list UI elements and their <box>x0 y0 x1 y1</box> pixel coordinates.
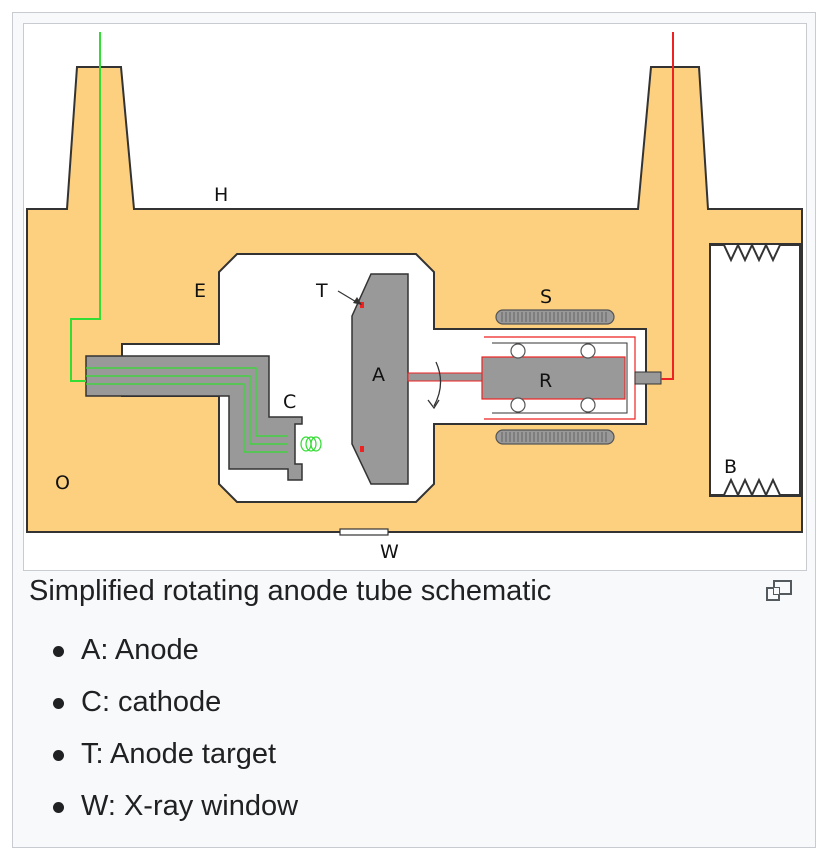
cathode-filament <box>300 436 322 452</box>
anode-lead-wire <box>661 32 674 380</box>
rotation-arrow <box>433 361 442 407</box>
label-O: O <box>55 472 70 494</box>
rotor <box>481 356 626 400</box>
figure-caption: Simplified rotating anode tube schematic <box>29 575 552 607</box>
bellows-bottom <box>710 477 800 498</box>
anode-disk <box>351 273 409 485</box>
label-E: E <box>194 280 206 302</box>
rotation-arrowhead <box>427 399 440 410</box>
xray-window <box>339 528 389 536</box>
cathode <box>85 355 303 481</box>
cathode-lead-wire <box>70 32 101 382</box>
rotor-stem <box>634 371 662 385</box>
legend-item-window: W: X-ray window <box>53 781 298 833</box>
label-B: B <box>724 456 737 478</box>
anode-shaft <box>407 372 484 382</box>
target-spot-bottom <box>360 446 364 452</box>
target-pointer-head <box>353 297 362 305</box>
label-R: R <box>539 370 552 392</box>
bellows-top <box>710 242 800 263</box>
bellows-compartment <box>709 243 801 497</box>
label-T: T <box>315 280 328 302</box>
stator-coils <box>495 309 615 445</box>
xray-tube-diagram[interactable]: H E T S A R C B O W <box>23 23 807 571</box>
magnify-icon[interactable] <box>765 579 793 603</box>
legend-item-target: T: Anode target <box>53 729 298 781</box>
label-H: H <box>214 184 228 206</box>
image-frame: H E T S A R C B O W Simplified rotating … <box>12 12 816 848</box>
legend-list: A: Anode C: cathode T: Anode target W: X… <box>53 625 298 833</box>
cathode-filament-wires <box>86 367 288 453</box>
legend-item-cathode: C: cathode <box>53 677 298 729</box>
label-A: A <box>372 364 385 386</box>
legend-item-anode: A: Anode <box>53 625 298 677</box>
label-S: S <box>540 286 552 308</box>
rotor-housing-inner <box>492 342 628 414</box>
rotor-bearings <box>510 343 596 413</box>
label-C: C <box>283 391 296 413</box>
label-W: W <box>380 541 399 563</box>
